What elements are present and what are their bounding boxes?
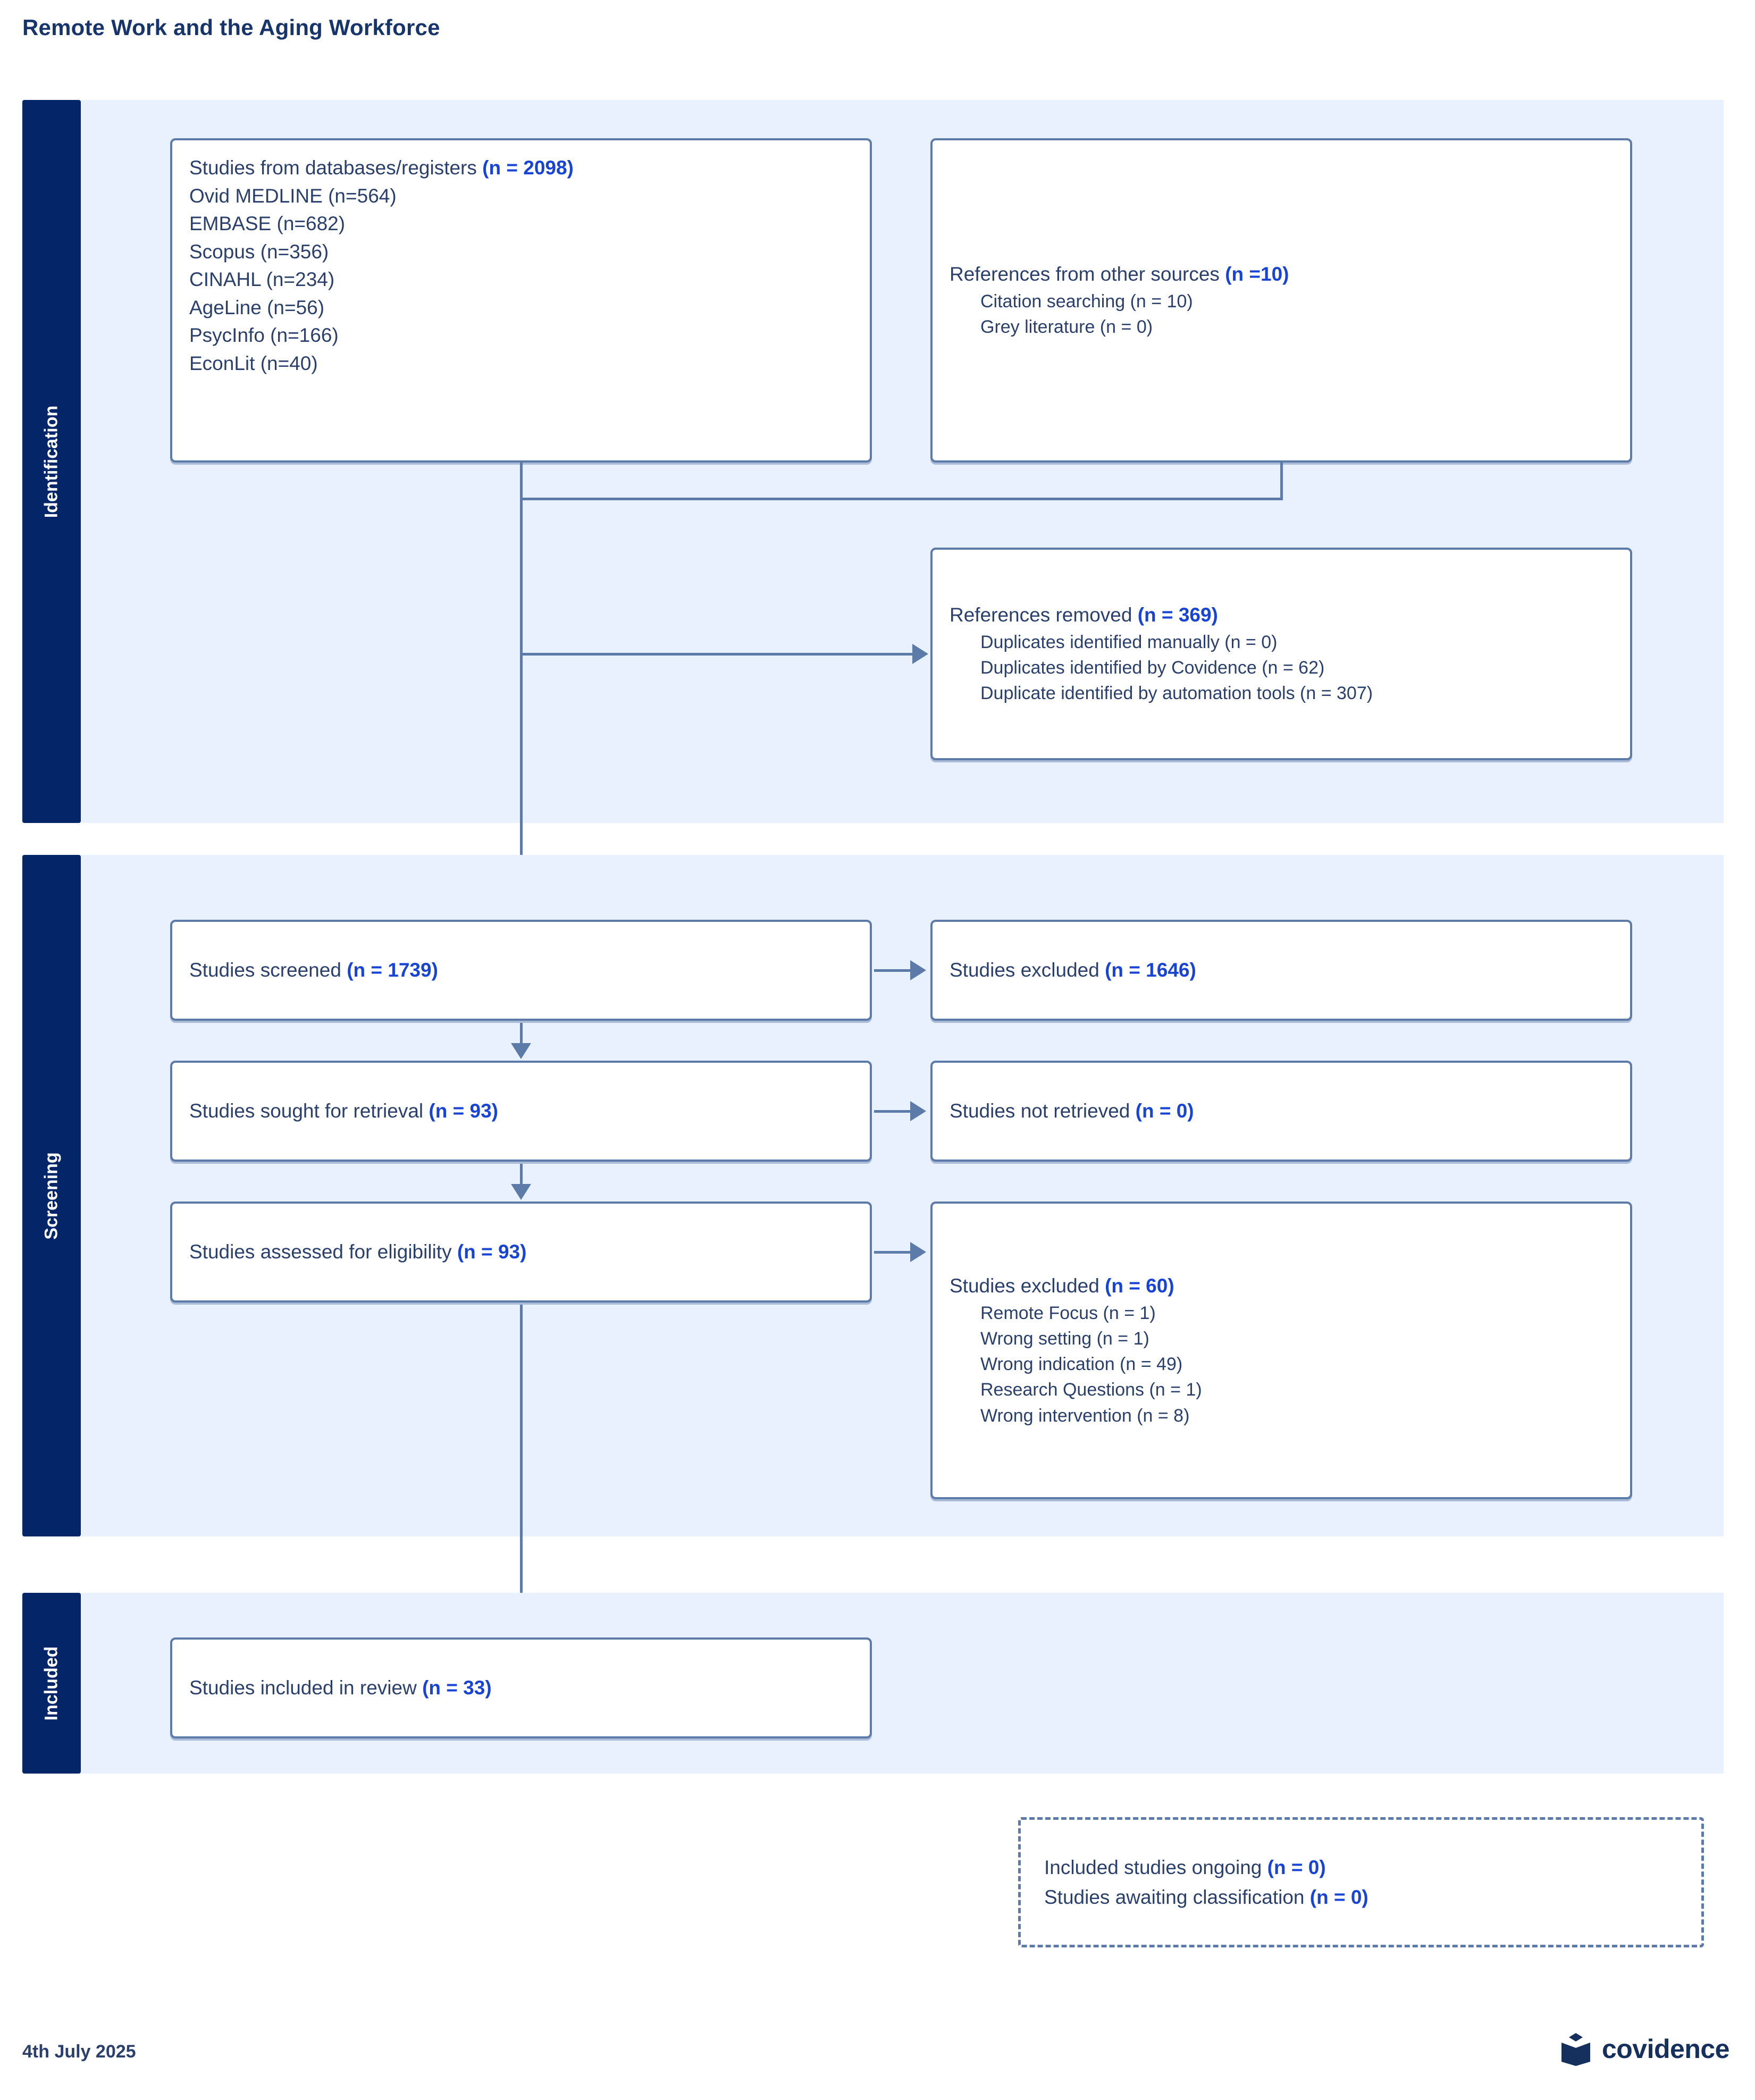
ongoing-label: Included studies ongoing (1044, 1857, 1262, 1878)
other-sources-heading-count: (n =10) (1225, 263, 1289, 285)
database-source-line: EconLit (n=40) (189, 352, 318, 374)
not-retrieved-label: Studies not retrieved (950, 1099, 1130, 1122)
studies-screened-count: (n = 1739) (347, 959, 438, 981)
database-source-line: EMBASE (n=682) (189, 213, 346, 235)
arrowhead-sought-to-not-retrieved (910, 1101, 926, 1121)
connector-other-sources-stub (1280, 463, 1283, 500)
box-studies-not-retrieved[interactable]: Studies not retrieved (n = 0) (930, 1061, 1632, 1162)
awaiting-classification-count: (n = 0) (1309, 1886, 1368, 1908)
studies-screened-label: Studies screened (189, 959, 341, 981)
databases-heading: Studies from databases/registers (n = 20… (189, 154, 853, 182)
included-review-count: (n = 33) (422, 1676, 492, 1699)
box-studies-included-in-review[interactable]: Studies included in review (n = 33) (170, 1637, 872, 1738)
references-removed-item: Duplicate identified by automation tools… (980, 683, 1373, 704)
sought-retrieval-count: (n = 93) (429, 1099, 498, 1122)
awaiting-classification-line: Studies awaiting classification (n = 0) (1044, 1883, 1678, 1912)
references-removed-heading: References removed (n = 369) (950, 601, 1613, 629)
box-references-removed[interactable]: References removed (n = 369) Duplicates … (930, 548, 1632, 760)
exclusion-reason: Wrong indication (n = 49) (980, 1354, 1183, 1375)
exclusion-reason: Remote Focus (n = 1) (980, 1303, 1156, 1323)
arrowhead-assessed-to-excluded (910, 1242, 926, 1262)
database-source-line: AgeLine (n=56) (189, 296, 325, 318)
other-sources-heading: References from other sources (n =10) (950, 261, 1613, 289)
box-studies-excluded-screening[interactable]: Studies excluded (n = 1646) (930, 920, 1632, 1021)
connector-sought-to-not-retrieved (874, 1110, 911, 1113)
database-source-line: Scopus (n=356) (189, 240, 329, 263)
excluded-eligibility-heading: Studies excluded (n = 60) (950, 1272, 1613, 1300)
studies-excluded-screening-count: (n = 1646) (1105, 959, 1196, 981)
stage-bar-identification: Identification (22, 100, 81, 823)
connector-screened-to-excluded (874, 969, 911, 972)
references-removed-item: Duplicates identified manually (n = 0) (980, 632, 1278, 652)
box-ongoing-awaiting-classification[interactable]: Included studies ongoing (n = 0) Studies… (1018, 1817, 1704, 1947)
database-source-line: Ovid MEDLINE (n=564) (189, 184, 397, 207)
database-source-line: PsycInfo (n=166) (189, 324, 339, 347)
connector-screened-to-sought (520, 1023, 523, 1044)
box-references-other-sources[interactable]: References from other sources (n =10) Ci… (930, 138, 1632, 463)
awaiting-classification-label: Studies awaiting classification (1044, 1886, 1305, 1908)
excluded-eligibility-heading-label: Studies excluded (950, 1275, 1099, 1297)
ongoing-line: Included studies ongoing (n = 0) (1044, 1853, 1678, 1883)
ongoing-count: (n = 0) (1267, 1857, 1326, 1878)
references-removed-heading-label: References removed (950, 604, 1132, 626)
databases-heading-label: Studies from databases/registers (189, 157, 477, 179)
stage-label-identification: Identification (41, 405, 62, 518)
database-source-line: CINAHL (n=234) (189, 268, 335, 291)
stage-label-screening: Screening (41, 1152, 62, 1240)
databases-heading-count: (n = 2098) (482, 157, 574, 179)
exclusion-reason: Research Questions (n = 1) (980, 1380, 1202, 1400)
references-removed-item: Duplicates identified by Covidence (n = … (980, 658, 1325, 678)
other-sources-item: Citation searching (n = 10) (980, 291, 1193, 312)
footer-date: 4th July 2025 (22, 2042, 136, 2062)
exclusion-reason: Wrong setting (n = 1) (980, 1328, 1149, 1349)
connector-sought-to-assessed (520, 1164, 523, 1185)
arrowhead-screened-to-excluded (910, 960, 926, 980)
box-studies-sought-for-retrieval[interactable]: Studies sought for retrieval (n = 93) (170, 1061, 872, 1162)
assessed-eligibility-count: (n = 93) (457, 1240, 527, 1263)
arrowhead-screened-to-sought (511, 1043, 531, 1059)
sought-retrieval-label: Studies sought for retrieval (189, 1099, 424, 1122)
other-sources-item: Grey literature (n = 0) (980, 317, 1153, 338)
not-retrieved-count: (n = 0) (1135, 1099, 1194, 1122)
box-studies-screened[interactable]: Studies screened (n = 1739) (170, 920, 872, 1021)
page-title: Remote Work and the Aging Workforce (22, 15, 440, 40)
box-studies-assessed-for-eligibility[interactable]: Studies assessed for eligibility (n = 93… (170, 1202, 872, 1303)
references-removed-heading-count: (n = 369) (1137, 604, 1218, 626)
exclusion-reason: Wrong intervention (n = 8) (980, 1405, 1190, 1426)
arrowhead-sought-to-assessed (511, 1184, 531, 1200)
connector-to-references-removed (520, 653, 913, 656)
covidence-book-icon (1561, 2033, 1590, 2066)
arrowhead-to-references-removed (912, 644, 928, 664)
excluded-eligibility-heading-count: (n = 60) (1105, 1275, 1174, 1297)
connector-merge-bar (520, 498, 1283, 500)
covidence-wordmark: covidence (1601, 2034, 1730, 2064)
connector-assessed-to-excluded (874, 1251, 911, 1254)
other-sources-heading-label: References from other sources (950, 263, 1220, 285)
studies-excluded-screening-label: Studies excluded (950, 959, 1099, 981)
included-review-label: Studies included in review (189, 1676, 417, 1699)
box-studies-from-databases[interactable]: Studies from databases/registers (n = 20… (170, 138, 872, 463)
stage-bar-included: Included (22, 1593, 81, 1774)
connector-main-spine (520, 498, 523, 918)
assessed-eligibility-label: Studies assessed for eligibility (189, 1240, 452, 1263)
connector-assessed-to-included (520, 1305, 523, 1624)
connector-databases-stub (520, 463, 523, 500)
stage-label-included: Included (41, 1646, 62, 1720)
stage-bar-screening: Screening (22, 855, 81, 1536)
covidence-logo: covidence (1559, 2032, 1730, 2066)
box-studies-excluded-eligibility[interactable]: Studies excluded (n = 60) Remote Focus (… (930, 1202, 1632, 1499)
